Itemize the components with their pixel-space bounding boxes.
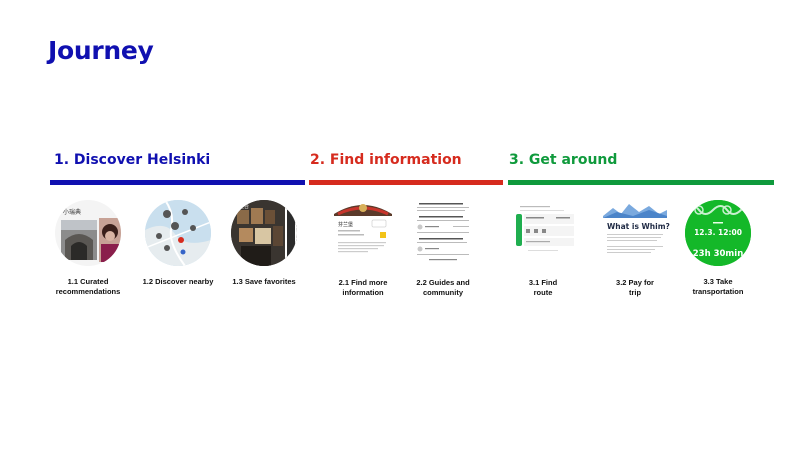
step-find-route[interactable]: 3.1 Find route [503, 200, 583, 297]
step-label: 3.3 Take transportation [692, 277, 744, 296]
step-label: 3.1 Find route [528, 278, 558, 297]
information-thumbnail: 芬兰堡 [334, 200, 392, 262]
step-label: 3.2 Pay for trip [616, 278, 654, 297]
phase-discover-helsinki: 1. Discover Helsinki [54, 152, 211, 168]
map-thumbnail [145, 200, 211, 266]
phase-bar-information [309, 180, 503, 185]
phase-bar-discover [50, 180, 305, 185]
step-guides-and-community[interactable]: 2.2 Guides and community [403, 200, 483, 297]
step-label: 2.2 Guides and community [416, 278, 470, 297]
step-pay-for-trip[interactable]: What is Whim? 3.2 Pay for trip [595, 200, 675, 297]
phase-bar-get-around [508, 180, 774, 185]
favorites-thumbnail: 柜台 [231, 200, 297, 266]
step-discover-nearby[interactable]: 1.2 Discover nearby [138, 200, 218, 287]
route-thumbnail [508, 200, 578, 256]
ticket-date: 12.3. 12:00 [694, 228, 742, 237]
whim-title: What is Whim? [607, 222, 670, 231]
step-take-transportation[interactable]: 12.3. 12:00 23h 30min 3.3 Take transport… [678, 200, 758, 296]
step-find-more-information[interactable]: 芬兰堡 2.1 Find more information [323, 200, 403, 297]
step-label: 1.2 Discover nearby [142, 277, 214, 286]
step-save-favorites[interactable]: 柜台 1.3 Save favorites [224, 200, 304, 287]
curated-recommendations-thumbnail: 小瑞典 [55, 200, 121, 266]
step-label: 2.1 Find more information [338, 278, 388, 297]
step-label: 1.1 Curated recommendations [55, 277, 121, 296]
info-place-name: 芬兰堡 [338, 221, 353, 228]
svg-text:小瑞典: 小瑞典 [63, 208, 81, 216]
step-label: 1.3 Save favorites [232, 277, 296, 286]
phase-get-around: 3. Get around [509, 152, 618, 168]
step-curated-recommendations[interactable]: 小瑞典 1.1 Curated recommendations [48, 200, 128, 296]
ticket-thumbnail: 12.3. 12:00 23h 30min [685, 200, 751, 266]
community-thumbnail [413, 200, 473, 262]
page-title: Journey [48, 36, 154, 65]
ticket-remaining: 23h 30min [693, 249, 744, 259]
payment-thumbnail: What is Whim? [599, 200, 671, 262]
svg-text:柜台: 柜台 [239, 203, 249, 210]
phase-find-information: 2. Find information [310, 152, 462, 168]
